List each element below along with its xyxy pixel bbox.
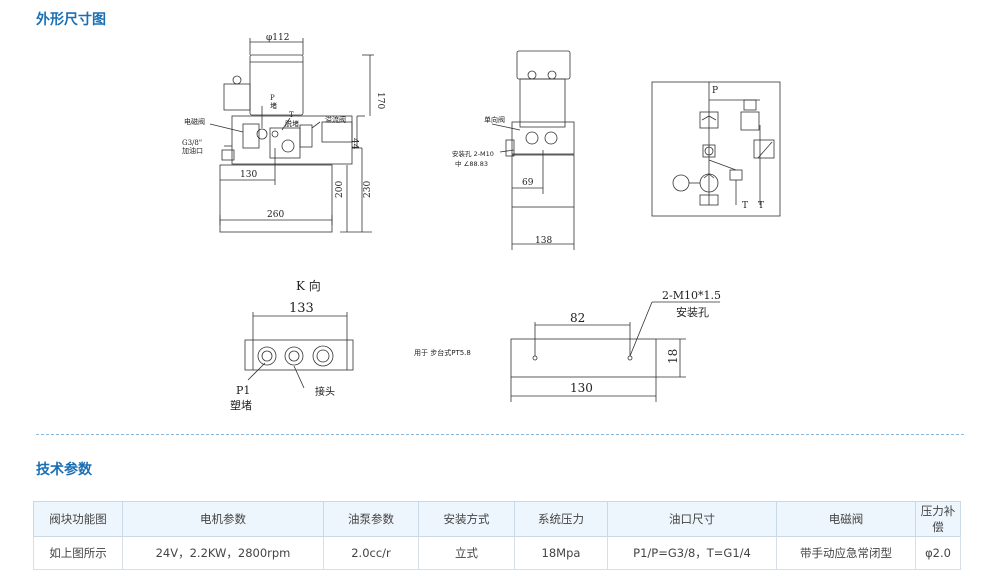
label-mount-hole-2: 中 ∠88.83 [455,159,488,168]
k-view-title: K 向 [296,278,321,293]
label-connector: 接头 [315,385,335,398]
label-solenoid: 电磁阀 [184,117,205,126]
header-compensation: 压力补偿 [915,501,961,537]
header-solenoid: 电磁阀 [776,501,916,537]
dim-130-bottom: 130 [570,381,593,395]
dimensions-heading: 外形尺寸图 [36,12,106,28]
spec-table: 阀块功能图 电机参数 油泵参数 安装方式 系统压力 油口尺寸 电磁阀 压力补偿 … [33,501,961,570]
dim-phi112: φ112 [266,33,289,43]
dim-138: 138 [535,236,552,246]
dim-130-front: 130 [240,170,257,180]
header-ports: 油口尺寸 [607,501,777,537]
dim-44: 44 [349,138,359,150]
cell-motor: 24V，2.2KW，2800rpm [122,536,324,570]
dim-200: 200 [335,181,345,198]
specs-heading: 技术参数 [36,462,92,478]
label-plastic-plug: 塑堵 [230,398,252,412]
dim-18: 18 [666,349,680,364]
label-fill-port: 加油口 [182,146,203,155]
cell-valve-function: 如上图所示 [33,536,123,570]
label-mounting-holes: 安装孔 [676,305,709,319]
label-t-front: T [289,111,294,119]
label-g38: G3/8" [182,139,202,147]
label-stop: 脱堵 [285,119,299,128]
dim-230: 230 [363,181,373,198]
spec-data-row: 如上图所示 24V，2.2KW，2800rpm 2.0cc/r 立式 18Mpa… [33,536,961,570]
dim-260: 260 [267,210,284,220]
schematic-label-p: P [712,86,718,96]
dim-133: 133 [289,301,314,316]
hydraulic-schematic [651,81,781,217]
schematic-label-t2: T [758,201,764,211]
header-motor: 电机参数 [122,501,324,537]
k-view [244,312,354,389]
front-view [209,38,374,233]
dim-82: 82 [570,311,585,325]
schematic-label-t1: T [742,201,748,211]
label-p1: P1 [236,384,250,397]
cell-solenoid: 带手动应急常闭型 [776,536,916,570]
header-valve-function: 阀块功能图 [33,501,123,537]
technical-drawing: φ112 170 44 200 230 130 260 P 堵 T 脱堵 溢流阀… [182,33,781,412]
dim-69: 69 [522,178,534,188]
cell-ports: P1/P=G3/8，T=G1/4 [607,536,777,570]
bottom-view [510,301,720,402]
label-relief: 溢流阀 [325,115,346,124]
cell-compensation: φ2.0 [915,536,961,570]
dim-170: 170 [375,92,385,109]
side-view [491,50,575,250]
cell-pressure: 18Mpa [514,536,608,570]
header-pump: 油泵参数 [323,501,419,537]
label-m10: 2-M10*1.5 [662,289,721,302]
label-check-valve: 单向阀 [484,115,505,124]
header-mounting: 安装方式 [418,501,515,537]
note-text: 用于 步台式PT5.8 [414,348,471,357]
cell-pump: 2.0cc/r [323,536,419,570]
cell-mounting: 立式 [418,536,515,570]
spec-header-row: 阀块功能图 电机参数 油泵参数 安装方式 系统压力 油口尺寸 电磁阀 压力补偿 [33,501,961,537]
header-pressure: 系统压力 [514,501,608,537]
label-plug-front: 堵 [270,101,277,110]
label-mount-hole: 安装孔 2-M10 [452,149,494,158]
section-divider [36,434,964,435]
label-p-front: P [270,94,275,102]
